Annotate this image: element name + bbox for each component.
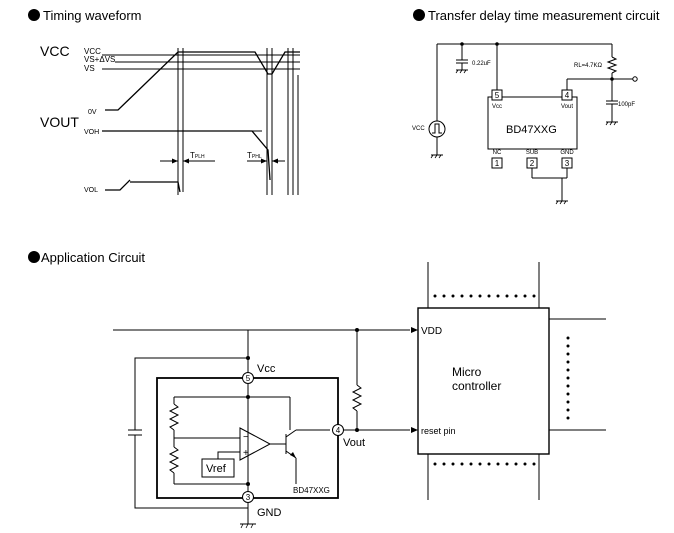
app-chip-label: BD47XXG bbox=[293, 486, 330, 495]
vdd-label: VDD bbox=[421, 326, 442, 337]
app-pin5: 5 bbox=[246, 374, 251, 383]
mcu-label-line2: controller bbox=[452, 379, 501, 393]
transfer-pin1: 1 bbox=[495, 159, 500, 168]
ground-icon bbox=[430, 69, 617, 205]
transfer-pin5-name: Vcc bbox=[492, 104, 502, 110]
cap-100pf: 100pF bbox=[618, 102, 635, 108]
app-pin-circles bbox=[242, 372, 344, 503]
app-vout-label: Vout bbox=[343, 437, 365, 449]
vcc-source-label: VCC bbox=[412, 126, 425, 132]
rl-label: RL=4.7KΩ bbox=[574, 63, 603, 69]
app-pin4: 4 bbox=[336, 426, 341, 435]
transfer-pin1-name: NC bbox=[493, 150, 502, 156]
reset-pin-label: reset pin bbox=[421, 426, 456, 436]
timing-title: Timing waveform bbox=[43, 8, 141, 23]
level-vcc: VCC bbox=[84, 47, 101, 56]
comparator-plus: + bbox=[243, 448, 249, 459]
transfer-pin4: 4 bbox=[565, 91, 570, 100]
timing-vout-label: VOUT bbox=[40, 114, 79, 130]
timing-vcc-label: VCC bbox=[40, 43, 70, 59]
bullet-icon bbox=[28, 251, 40, 263]
level-vs: VS bbox=[84, 64, 95, 73]
mcu-label-line1: Micro bbox=[452, 365, 482, 379]
transfer-circuit bbox=[428, 43, 638, 202]
app-gnd-label: GND bbox=[257, 507, 282, 519]
application-title: Application Circuit bbox=[41, 250, 145, 265]
transfer-pin2: 2 bbox=[530, 159, 535, 168]
app-vcc-label: Vcc bbox=[257, 363, 276, 375]
transfer-pin3-name: GND bbox=[560, 150, 574, 156]
app-pin3: 3 bbox=[246, 493, 251, 502]
tplh-label: TPLH bbox=[190, 151, 205, 160]
transfer-pin3: 3 bbox=[565, 159, 570, 168]
comparator-minus: − bbox=[243, 432, 249, 443]
timing-waveform bbox=[102, 48, 300, 195]
bus-dots bbox=[433, 294, 570, 466]
vref-label: Vref bbox=[206, 463, 227, 475]
tphl-label: TPHL bbox=[247, 151, 262, 160]
level-vs-dvs: VS+ΔVS bbox=[84, 55, 115, 64]
level-0v: 0V bbox=[88, 109, 97, 116]
transfer-pin2-name: SUB bbox=[526, 150, 538, 156]
ground-icon bbox=[240, 523, 254, 529]
cap-022uf: 0.22uF bbox=[472, 61, 491, 67]
bullet-icon bbox=[28, 9, 40, 21]
transfer-pin5: 5 bbox=[495, 91, 500, 100]
bullet-icon bbox=[413, 9, 425, 21]
transfer-title: Transfer delay time measurement circuit bbox=[428, 8, 660, 23]
level-vol: VOL bbox=[84, 187, 98, 194]
application-circuit bbox=[113, 262, 606, 525]
level-voh: VOH bbox=[84, 129, 99, 136]
transfer-chip-label: BD47XXG bbox=[506, 124, 557, 136]
transfer-pin4-name: Vout bbox=[561, 104, 573, 110]
